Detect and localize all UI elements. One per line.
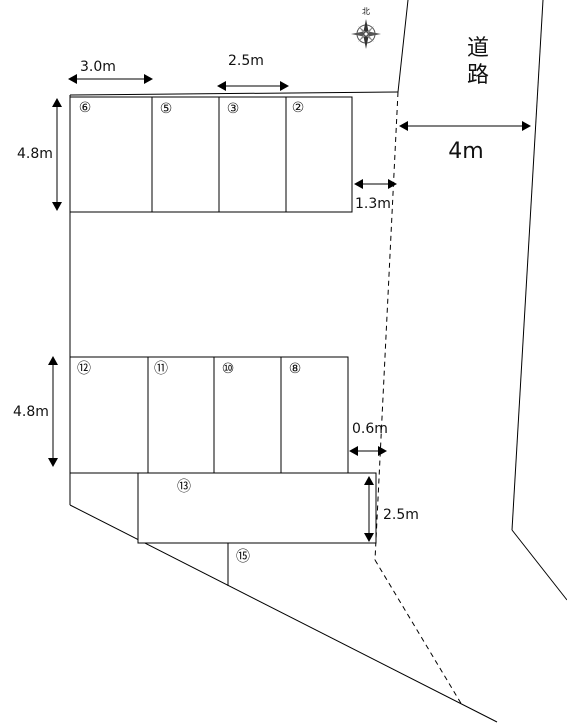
dimension-labels: 3.0m 2.5m 4.8m 1.3m 4.8m 0.6m 2.5m: [13, 53, 419, 523]
road-name-line2: 路: [467, 63, 489, 88]
slot-label-13: ⑬: [177, 479, 191, 495]
slot-3: [218, 96, 287, 213]
dim-label-2-5m-top: 2.5m: [228, 53, 264, 69]
slot-12: [69, 356, 149, 474]
slot-label-15: ⑮: [236, 549, 250, 565]
slot-label-5: ⑤: [160, 101, 173, 117]
compass-icon: 北: [351, 7, 381, 49]
dim-label-4-8m-bottom: 4.8m: [13, 404, 49, 420]
slot-label-10: ⑩: [222, 361, 235, 377]
dim-label-4-8m-top: 4.8m: [17, 146, 53, 162]
dim-label-1-3m: 1.3m: [355, 196, 391, 212]
compass-north-label: 北: [362, 7, 370, 16]
top-row-slots: [69, 96, 353, 213]
slot-2: [285, 96, 353, 213]
slot-13: [137, 472, 377, 544]
slot-5: [151, 96, 220, 213]
slot-label-12: ⑫: [77, 361, 91, 377]
dim-label-0-6m: 0.6m: [352, 421, 388, 437]
slot-label-6: ⑥: [79, 100, 92, 116]
road-boundary: [374, 0, 567, 706]
slot-numbers: ⑥ ⑤ ③ ② ⑫ ⑪ ⑩ ⑧ ⑬ ⑮: [77, 100, 304, 565]
slot-10: [213, 356, 282, 474]
dimension-arrows: [48, 74, 531, 542]
slot-label-11: ⑪: [154, 361, 168, 377]
slot-label-2: ②: [292, 100, 305, 116]
slot-8: [280, 356, 349, 474]
slot-label-3: ③: [227, 101, 240, 117]
road-label: 道 路 4m: [448, 36, 489, 164]
dim-label-3m: 3.0m: [80, 59, 116, 75]
road-width-label: 4m: [448, 139, 483, 164]
slot-label-8: ⑧: [289, 361, 302, 377]
bottom-row-slots: [69, 356, 377, 586]
slot-6: [69, 96, 153, 213]
road-name-line1: 道: [467, 36, 489, 61]
dim-label-2-5m-bottom: 2.5m: [383, 507, 419, 523]
